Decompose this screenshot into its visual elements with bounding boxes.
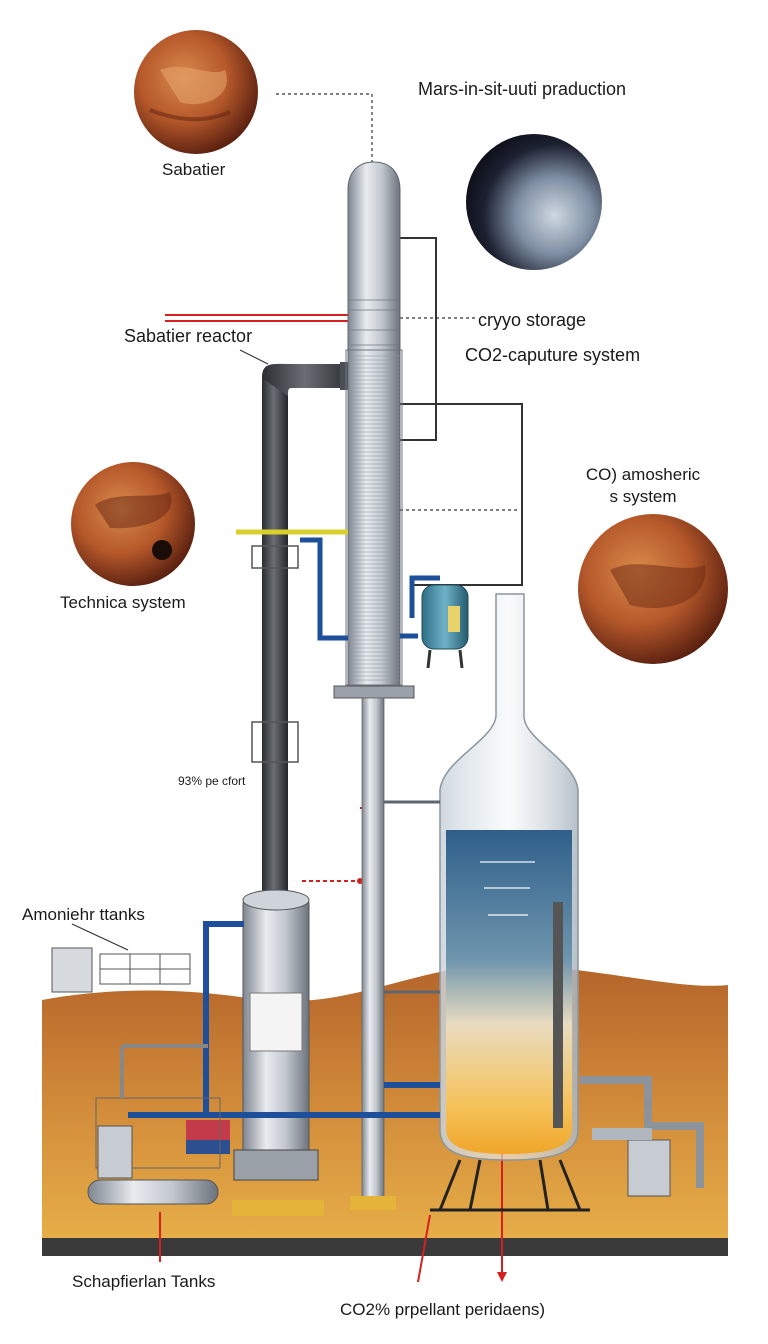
label-percent: 93% pe cfort <box>178 774 246 788</box>
label-sabatier-reactor: Sabatier reactor <box>124 326 253 346</box>
mars-ground <box>42 964 728 1256</box>
connector-pipes <box>384 800 440 994</box>
diagram-title: Mars-in-sit-uuti praduction <box>418 79 627 99</box>
sabatier-column <box>333 161 415 1210</box>
mixing-cylinder <box>186 1120 230 1154</box>
frame-piping <box>400 237 523 586</box>
propellant-vessel <box>430 593 590 1212</box>
mars-planet-icon <box>134 30 258 154</box>
arrow-head <box>497 1272 507 1282</box>
ground-pipes <box>128 921 440 1118</box>
label-propellant: CO2% prpellant peridaens) <box>340 1300 546 1319</box>
ammonia-plant <box>51 947 191 993</box>
leader-lines <box>71 93 520 951</box>
storage-tank <box>232 889 324 1216</box>
label-cryo-storage: cryyo storage <box>478 310 587 330</box>
label-co-atmospheric-2: s system <box>609 487 677 506</box>
mars-planet-icon <box>71 462 195 586</box>
mars-planet-icon <box>578 514 728 664</box>
dark-planet-icon <box>466 134 602 270</box>
label-ammonia-tanks: Amoniehr ttanks <box>22 905 145 924</box>
label-technical-system: Technica system <box>60 593 186 612</box>
label-schapflerian-tanks: Schapfierlan Tanks <box>72 1272 216 1291</box>
label-co-atmospheric-1: CO) amosheric <box>585 465 701 484</box>
red-dot <box>357 878 363 884</box>
red-markers <box>159 314 503 1283</box>
ground-machinery <box>87 1044 221 1205</box>
co2-capture-tank <box>421 584 469 669</box>
side-pipes <box>236 529 440 641</box>
label-co2-capture: CO2-caputure system <box>465 345 641 365</box>
right-machinery <box>580 1076 704 1197</box>
label-sabatier: Sabatier <box>162 160 226 179</box>
